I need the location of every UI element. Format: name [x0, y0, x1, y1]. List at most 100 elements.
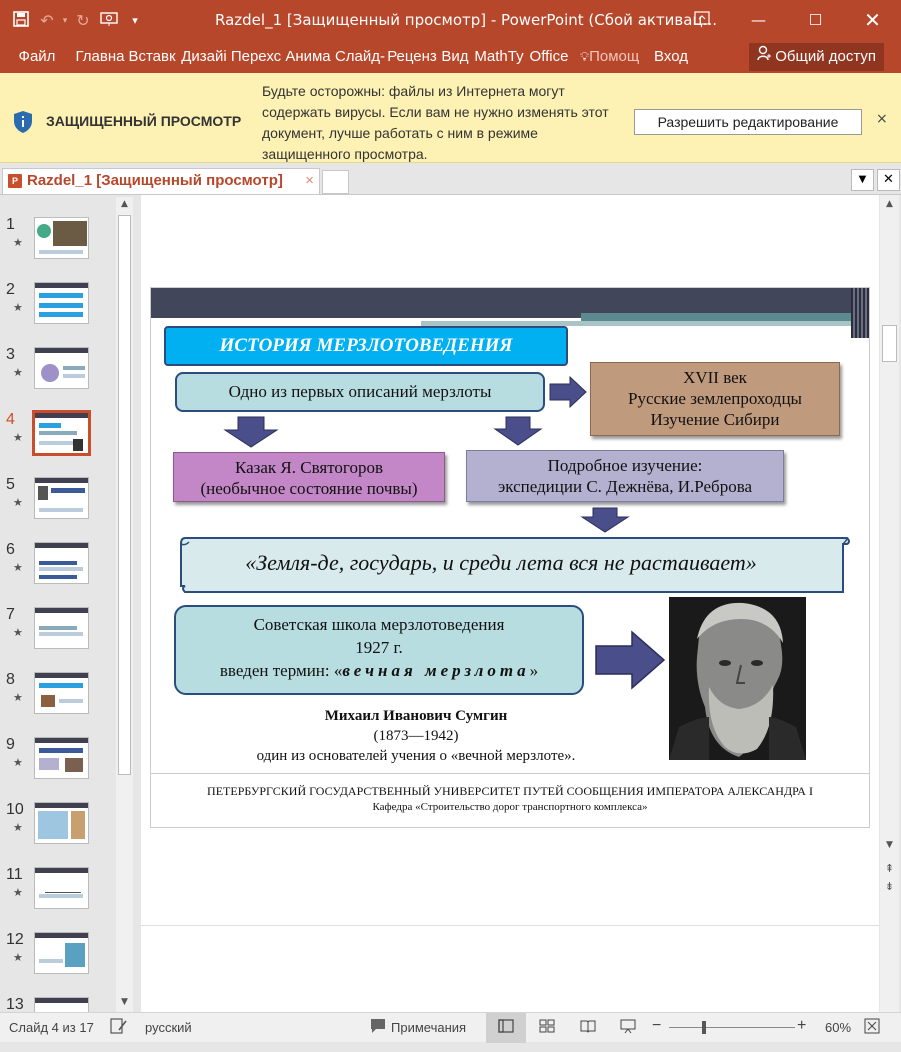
- normal-view-icon[interactable]: [498, 1018, 514, 1037]
- fit-to-window-icon[interactable]: [864, 1018, 880, 1037]
- tab-list-dropdown-icon[interactable]: ▼: [851, 169, 874, 191]
- zoom-level[interactable]: 60%: [825, 1020, 852, 1035]
- infobar-close-icon[interactable]: ×: [876, 111, 888, 127]
- tab-design[interactable]: Дизайі: [181, 48, 227, 65]
- scrollbar-thumb[interactable]: [118, 215, 131, 775]
- tab-help-label: Помощ: [589, 48, 640, 65]
- xvii-century-box: XVII век Русские землепроходцы Изучение …: [590, 362, 840, 436]
- animation-star-icon: ★: [13, 236, 23, 249]
- thumbnail-slide-11[interactable]: 11 ★: [0, 862, 115, 922]
- new-tab-button[interactable]: [322, 170, 349, 194]
- tab-review[interactable]: Реценз: [387, 48, 437, 65]
- enable-editing-button[interactable]: Разрешить редактирование: [634, 109, 862, 135]
- status-bar: Слайд 4 из 17 русский Примечания − + 60%: [0, 1012, 901, 1043]
- slide-band: [581, 313, 869, 321]
- thumbnail-number: 11: [6, 866, 23, 883]
- thumbnail-slide-1[interactable]: 1 ★: [0, 212, 115, 272]
- slide-sorter-icon[interactable]: [539, 1018, 555, 1037]
- slideshow-icon[interactable]: [96, 11, 122, 31]
- thumbnail-image: [34, 477, 89, 519]
- thumbnail-scrollbar[interactable]: ▲ ▼: [116, 197, 133, 1012]
- document-tab-close-icon[interactable]: ×: [305, 172, 314, 189]
- animation-star-icon: ★: [13, 496, 23, 509]
- tab-home[interactable]: Главна: [75, 48, 125, 65]
- tab-transitions[interactable]: Перехс: [230, 48, 282, 65]
- term-suffix: »: [529, 661, 539, 680]
- thumbnail-slide-10[interactable]: 10 ★: [0, 797, 115, 857]
- caption-description: один из основателей учения о «вечной мер…: [256, 748, 576, 764]
- thumbnail-slide-8[interactable]: 8 ★: [0, 667, 115, 727]
- maximize-icon[interactable]: ☐: [808, 11, 823, 29]
- spellcheck-icon[interactable]: [110, 1018, 128, 1037]
- tab-mathtype[interactable]: MathTy: [474, 48, 524, 65]
- thumbnail-slide-3[interactable]: 3 ★: [0, 342, 115, 402]
- share-button[interactable]: Общий доступ: [749, 43, 884, 71]
- tab-signin[interactable]: Вход: [654, 48, 688, 65]
- editor-scrollbar[interactable]: ▲ ▼ ⇞ ⇟: [880, 195, 899, 1012]
- slide[interactable]: ИСТОРИЯ МЕРЗЛОТОВЕДЕНИЯ Одно из первых о…: [150, 287, 870, 828]
- undo-icon[interactable]: ↶: [40, 11, 54, 30]
- tab-file[interactable]: Файл: [18, 48, 56, 65]
- tab-view[interactable]: Вид: [441, 48, 469, 65]
- notes-button[interactable]: Примечания: [391, 1020, 467, 1035]
- slideshow-view-icon[interactable]: [620, 1018, 636, 1037]
- quote-scroll-banner: [180, 537, 850, 593]
- minimize-icon[interactable]: —: [751, 11, 766, 29]
- protected-view-title: ЗАЩИЩЕННЫЙ ПРОСМОТР: [46, 113, 242, 129]
- zoom-out-icon[interactable]: −: [652, 1017, 662, 1034]
- tab-office[interactable]: Office: [529, 48, 569, 65]
- notes-icon[interactable]: [370, 1018, 386, 1037]
- animation-star-icon: ★: [13, 366, 23, 379]
- restore-ribbon-icon[interactable]: [673, 0, 730, 41]
- caption-years: (1873—1942): [373, 728, 459, 744]
- scroll-down-icon[interactable]: ▼: [121, 997, 128, 1007]
- thumbnail-number: 9: [6, 736, 15, 753]
- animation-star-icon: ★: [13, 561, 23, 574]
- tab-slideshow[interactable]: Слайд-: [334, 48, 386, 65]
- scroll-up-icon[interactable]: ▲: [886, 199, 893, 209]
- zoom-slider-track[interactable]: [669, 1027, 795, 1028]
- scroll-down-icon[interactable]: ▼: [886, 840, 893, 850]
- down-arrow-icon: [493, 416, 543, 446]
- next-slide-icon[interactable]: ⇟: [884, 880, 895, 893]
- thumbnail-image: [34, 737, 89, 779]
- xvii-line: Русские землепроходцы: [628, 389, 802, 408]
- thumbnail-number: 10: [6, 801, 24, 818]
- zoom-slider-knob[interactable]: [702, 1021, 706, 1034]
- undo-dropdown-icon[interactable]: ▾: [62, 15, 68, 26]
- reading-view-icon[interactable]: [580, 1018, 596, 1037]
- redo-icon[interactable]: ↻: [76, 11, 90, 30]
- thumbnail-number: 6: [6, 541, 15, 558]
- document-tab[interactable]: P Razdel_1 [Защищенный просмотр] ×: [2, 168, 320, 194]
- thumbnail-number: 8: [6, 671, 15, 688]
- slide-band: [151, 313, 581, 318]
- portrait-caption: Михаил Иванович Сумгин (1873—1942) один …: [221, 706, 611, 766]
- thumbnail-slide-5[interactable]: 5 ★: [0, 472, 115, 532]
- tab-help[interactable]: 💡︎Помощ: [572, 41, 650, 73]
- tab-insert[interactable]: Вставк: [128, 48, 176, 65]
- customize-toolbar-icon[interactable]: ▾: [132, 14, 138, 27]
- soviet-term-line: введен термин: «вечная мерзлота»: [176, 659, 582, 682]
- thumbnail-slide-4[interactable]: 4 ★: [0, 407, 115, 467]
- language-indicator[interactable]: русский: [145, 1020, 192, 1035]
- thumbnail-slide-6[interactable]: 6 ★: [0, 537, 115, 597]
- zoom-in-icon[interactable]: +: [797, 1017, 807, 1034]
- thumbnail-slide-12[interactable]: 12 ★: [0, 927, 115, 987]
- close-icon[interactable]: ✕: [864, 8, 881, 32]
- previous-slide-icon[interactable]: ⇞: [884, 862, 895, 875]
- tab-animations[interactable]: Анима: [285, 48, 331, 65]
- thumbnail-slide-2[interactable]: 2 ★: [0, 277, 115, 337]
- close-document-icon[interactable]: ✕: [877, 169, 900, 191]
- scroll-up-icon[interactable]: ▲: [121, 199, 128, 209]
- thumbnail-image: [34, 867, 89, 909]
- right-arrow-icon: [549, 375, 587, 409]
- term-permafrost: вечная мерзлота: [342, 661, 530, 680]
- document-tab-label: Razdel_1 [Защищенный просмотр]: [27, 172, 283, 189]
- slide-title: ИСТОРИЯ МЕРЗЛОТОВЕДЕНИЯ: [164, 326, 568, 366]
- save-icon[interactable]: [8, 10, 34, 31]
- notes-area[interactable]: [141, 925, 879, 1012]
- thumbnail-slide-7[interactable]: 7 ★: [0, 602, 115, 662]
- scrollbar-thumb[interactable]: [882, 325, 897, 362]
- thumbnail-image: [34, 607, 89, 649]
- thumbnail-slide-9[interactable]: 9 ★: [0, 732, 115, 792]
